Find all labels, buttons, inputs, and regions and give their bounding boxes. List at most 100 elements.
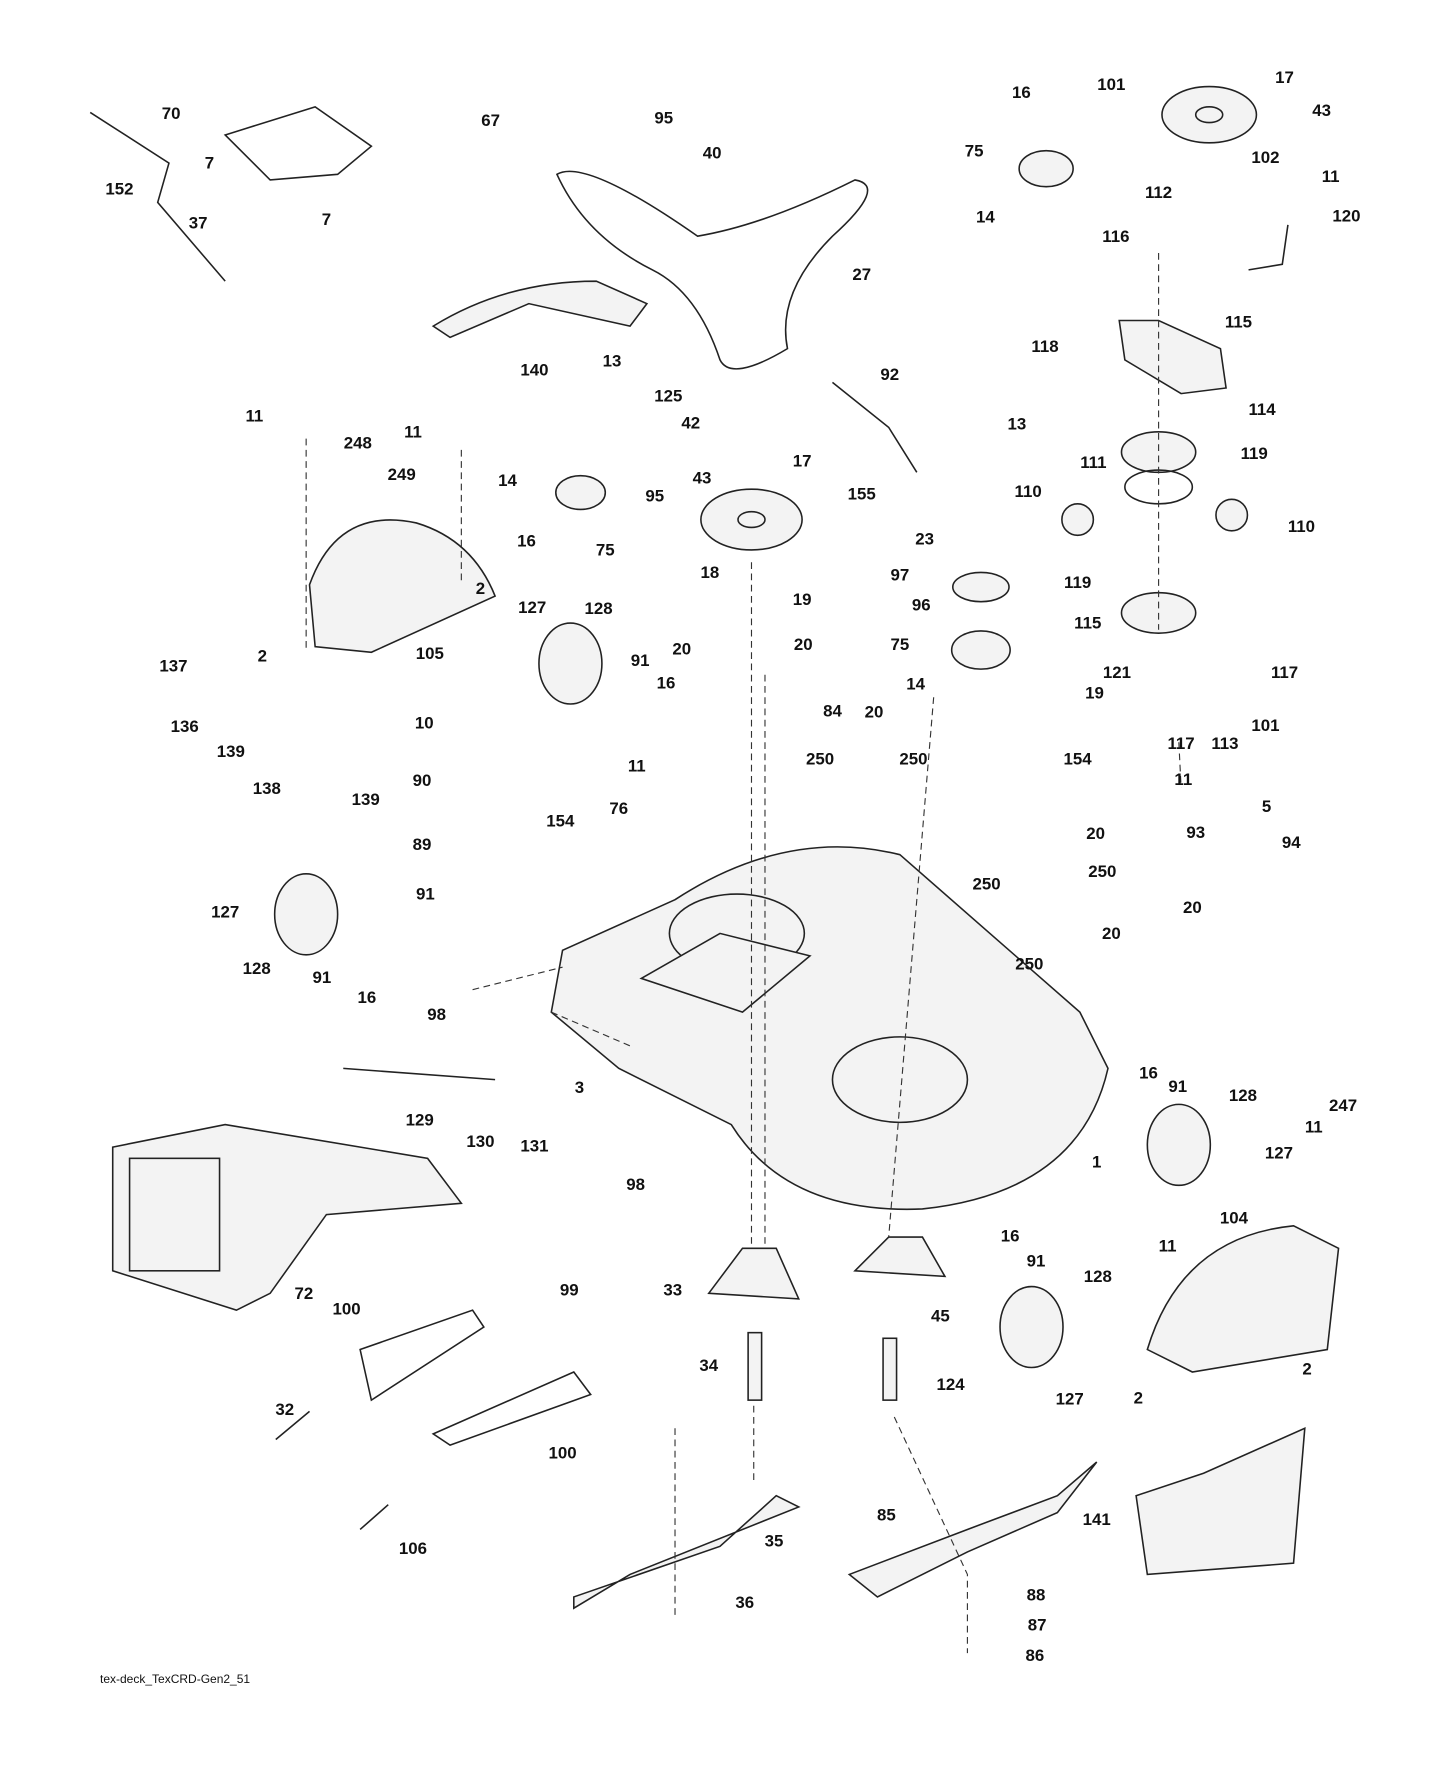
callout-36: 36	[735, 1593, 754, 1612]
callout-18: 18	[700, 563, 719, 582]
spindles	[707, 1236, 947, 1401]
callout-98: 98	[626, 1175, 645, 1194]
callout-101: 101	[1251, 716, 1279, 735]
callout-91: 91	[1168, 1077, 1187, 1096]
callout-90: 90	[413, 771, 432, 790]
callout-136: 136	[171, 717, 199, 736]
callout-105: 105	[416, 644, 444, 663]
callout-14: 14	[906, 674, 925, 693]
callout-128: 128	[243, 959, 271, 978]
callout-16: 16	[657, 673, 676, 692]
callout-138: 138	[253, 779, 281, 798]
callout-117: 117	[1167, 734, 1194, 753]
callout-98: 98	[427, 1005, 446, 1024]
callout-110: 110	[1015, 482, 1042, 501]
callout-11: 11	[246, 407, 264, 426]
callout-96: 96	[912, 596, 931, 615]
callout-100: 100	[333, 1300, 361, 1319]
callout-20: 20	[672, 640, 691, 659]
callout-249: 249	[388, 465, 416, 484]
callout-116: 116	[1102, 227, 1129, 246]
callout-125: 125	[654, 386, 682, 405]
discharge-chute	[111, 1123, 463, 1312]
callout-7: 7	[322, 210, 331, 229]
callout-13: 13	[603, 352, 622, 371]
callout-88: 88	[1027, 1585, 1046, 1604]
callout-10: 10	[415, 714, 434, 733]
callout-250: 250	[972, 875, 1000, 894]
callout-141: 141	[1083, 1510, 1111, 1529]
callout-95: 95	[654, 109, 673, 128]
callout-92: 92	[880, 365, 899, 384]
callout-152: 152	[105, 180, 133, 199]
callout-91: 91	[631, 651, 650, 670]
callout-117: 117	[1271, 663, 1298, 682]
drive-belt	[555, 170, 869, 370]
callout-7: 7	[205, 154, 214, 173]
callout-5: 5	[1262, 797, 1271, 816]
callout-114: 114	[1248, 400, 1276, 419]
callout-2: 2	[1302, 1359, 1311, 1378]
callout-11: 11	[628, 756, 646, 775]
callout-20: 20	[1102, 924, 1121, 943]
callout-3: 3	[575, 1078, 584, 1097]
linkage-and-springs	[89, 105, 1289, 1531]
callout-85: 85	[877, 1505, 896, 1524]
callout-11: 11	[404, 422, 422, 441]
callout-119: 119	[1241, 444, 1268, 463]
callout-32: 32	[275, 1400, 294, 1419]
callout-93: 93	[1186, 823, 1205, 842]
callout-86: 86	[1026, 1646, 1045, 1665]
callout-13: 13	[1008, 415, 1027, 434]
callout-11: 11	[1322, 167, 1340, 186]
callout-42: 42	[681, 413, 700, 432]
callout-17: 17	[793, 452, 812, 471]
callout-140: 140	[520, 361, 548, 380]
callout-20: 20	[794, 635, 813, 654]
callout-118: 118	[1031, 337, 1058, 356]
callout-34: 34	[699, 1356, 718, 1375]
callout-16: 16	[517, 532, 536, 551]
callout-91: 91	[416, 885, 435, 904]
callout-94: 94	[1282, 833, 1301, 852]
callout-250: 250	[1088, 862, 1116, 881]
callout-40: 40	[703, 144, 722, 163]
callout-128: 128	[584, 599, 612, 618]
blades	[573, 1461, 1098, 1610]
callout-20: 20	[1183, 898, 1202, 917]
callout-250: 250	[899, 750, 927, 769]
callout-89: 89	[413, 835, 432, 854]
callout-128: 128	[1084, 1267, 1112, 1286]
callout-99: 99	[560, 1281, 579, 1300]
callout-1: 1	[1092, 1152, 1101, 1171]
callout-110: 110	[1288, 517, 1315, 536]
callout-91: 91	[1027, 1251, 1046, 1270]
callout-120: 120	[1332, 207, 1360, 226]
callout-137: 137	[159, 656, 187, 675]
callout-11: 11	[1159, 1237, 1177, 1256]
callout-115: 115	[1225, 312, 1252, 331]
callout-76: 76	[609, 799, 628, 818]
callout-19: 19	[793, 590, 812, 609]
mower-deck	[550, 846, 1109, 1211]
callout-23: 23	[915, 529, 934, 548]
callout-139: 139	[352, 790, 380, 809]
callout-124: 124	[936, 1375, 965, 1394]
callout-35: 35	[765, 1531, 784, 1550]
callout-127: 127	[1265, 1143, 1293, 1162]
callout-130: 130	[466, 1132, 494, 1151]
callout-2: 2	[1134, 1389, 1143, 1408]
callout-16: 16	[1001, 1227, 1020, 1246]
callout-97: 97	[891, 565, 910, 584]
callout-84: 84	[823, 701, 842, 720]
callout-16: 16	[1012, 83, 1031, 102]
callout-91: 91	[313, 968, 332, 987]
callout-16: 16	[357, 988, 376, 1007]
callout-250: 250	[806, 750, 834, 769]
callout-75: 75	[965, 141, 984, 160]
callout-95: 95	[645, 487, 664, 506]
callout-14: 14	[498, 471, 517, 490]
callout-102: 102	[1251, 148, 1279, 167]
